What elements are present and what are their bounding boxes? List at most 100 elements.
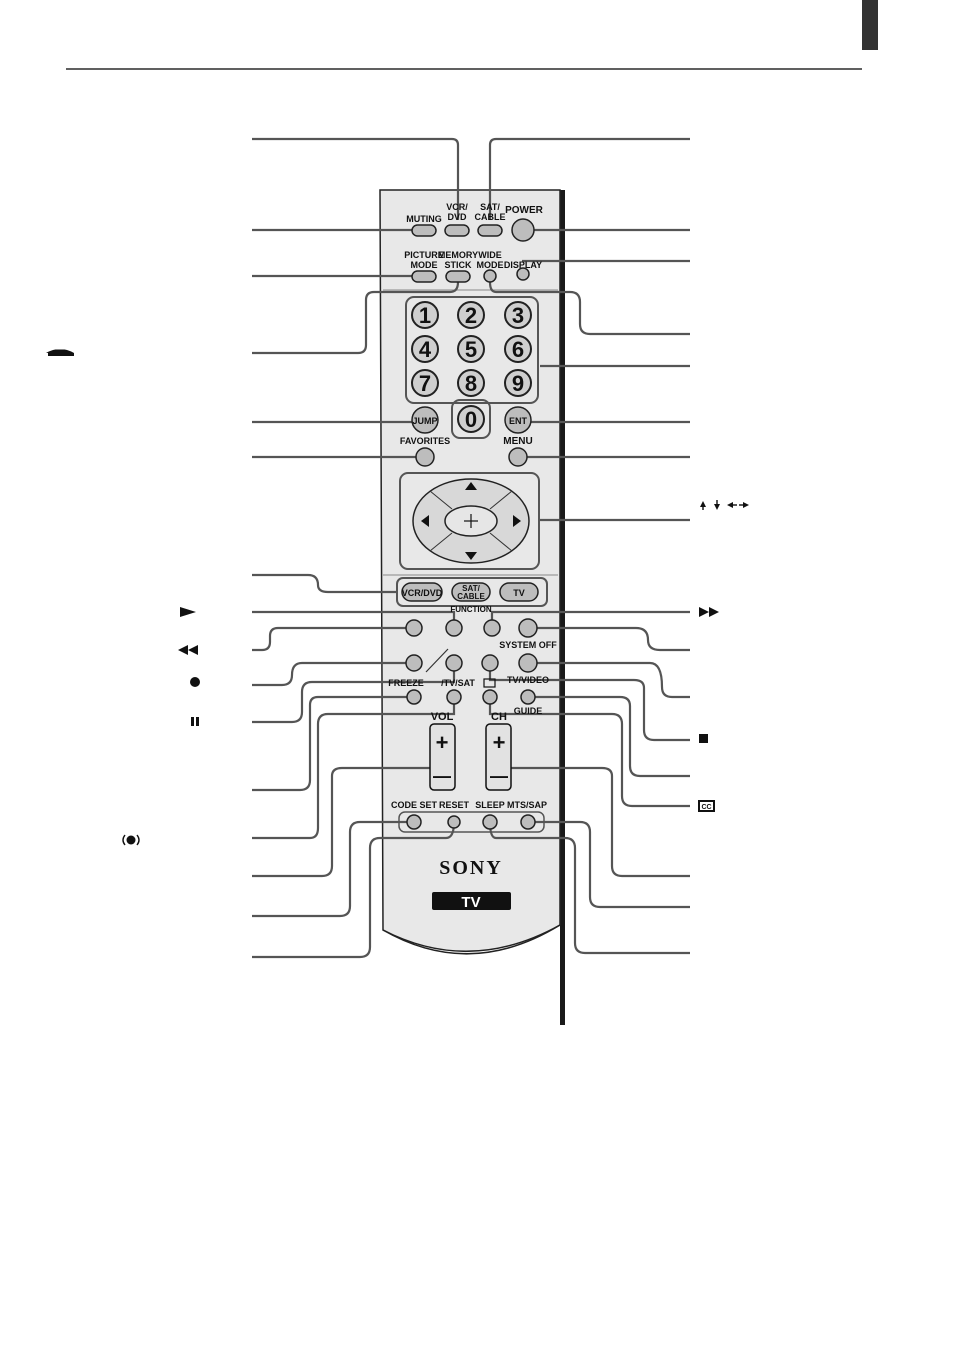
rewind-button[interactable] [405,619,423,637]
number-key-6[interactable] [504,335,532,363]
memory-stick-button[interactable] [445,270,471,283]
leader-lines [252,137,690,959]
tv-badge [432,892,511,910]
fast-forward-button[interactable] [483,619,501,637]
down-arrow-icon[interactable] [465,552,477,560]
number-key-label: 5 [465,337,477,362]
vol-ch-rockers: VOL CH + — + — [429,711,512,791]
display-label: DISPLAY [504,260,542,270]
number-key-0[interactable] [457,405,485,433]
picture-mode-label-1: PICTURE [404,250,444,260]
system-off-button[interactable] [518,618,538,638]
number-key-label: 6 [512,337,524,362]
tv-video-label: TV/VIDEO [507,675,549,685]
number-key-1[interactable] [411,301,439,329]
number-key-5[interactable] [457,335,485,363]
cc-key-icon [483,678,496,688]
number-key-7[interactable] [411,369,439,397]
ent-button[interactable] [504,406,532,434]
number-key-3[interactable] [504,301,532,329]
code-set-button[interactable] [406,814,422,830]
stop-icon [699,734,708,743]
sleep-label: SLEEP [475,800,505,810]
number-key-label: 3 [512,303,524,328]
freeze-button[interactable] [406,689,422,705]
sat-cable-mode-button[interactable] [477,224,503,237]
record-icon [190,677,200,687]
picture-mode-label-2: MODE [411,260,438,270]
jump-button[interactable] [411,406,439,434]
cc-button[interactable] [482,689,498,705]
favorites-button[interactable] [415,447,435,467]
number-key-label: 9 [512,371,524,396]
play-icon [180,607,196,617]
d-pad [399,472,540,570]
reset-button[interactable] [447,815,461,829]
favorites-label: FAVORITES [400,436,450,446]
pause-button[interactable] [445,654,463,672]
memory-stick-label-1: MEMORY [438,250,478,260]
function-vcr-dvd-label: VCR/DVD [402,588,443,598]
number-key-label: 4 [419,337,432,362]
sleep-button[interactable] [482,814,498,830]
menu-label: MENU [503,436,532,447]
left-arrow-icon[interactable] [421,515,429,527]
vcr-dvd-mode-button[interactable] [444,224,470,237]
bottom-button-row: CODE SET RESET SLEEP MTS/SAP [391,800,547,833]
sat-cable-label-1: SAT/ [480,202,500,212]
ent-label: ENT [509,416,528,426]
vcr-dvd-label-1: VCR/ [446,202,468,212]
up-arrow-icon[interactable] [465,482,477,490]
tv-badge-label: TV [461,894,480,911]
tv-sat-label: /TV/SAT [441,678,475,688]
sat-cable-label-2: CABLE [475,212,506,222]
play-button[interactable] [445,619,463,637]
display-button[interactable] [516,267,530,281]
power-button[interactable] [511,218,535,242]
guide-label: GUIDE [514,706,543,716]
function-tv-button[interactable] [499,582,539,602]
right-arrow-icon[interactable] [513,515,521,527]
jump-label: JUMP [412,416,437,426]
function-tv-label: TV [513,588,525,598]
channel-up-icon: + [493,730,506,755]
mts-sap-button[interactable] [520,814,536,830]
channel-rocker[interactable] [485,723,512,791]
system-off-label: SYSTEM OFF [499,640,557,650]
volume-rocker[interactable] [429,723,456,791]
vcr-dvd-label-2: DVD [447,212,467,222]
left-callout-symbols [46,348,200,846]
muting-label: MUTING [406,214,442,224]
menu-button[interactable] [508,447,528,467]
number-key-9[interactable] [504,369,532,397]
wide-mode-label-2: MODE [477,260,504,270]
function-sat-cable-button[interactable] [451,582,491,602]
ch-label: CH [491,711,507,723]
wide-mode-button[interactable] [483,269,497,283]
memory-stick-icon [46,348,74,356]
rewind-icon [178,645,198,655]
function-label: FUNCTION [450,605,492,614]
reset-label: RESET [439,800,470,810]
channel-down-icon: — [490,766,508,786]
number-key-4[interactable] [411,335,439,363]
function-sat-cable-label-1: SAT/ [462,584,480,593]
number-key-8[interactable] [457,369,485,397]
stop-button[interactable] [481,654,499,672]
muting-button[interactable] [411,224,437,237]
number-key-label: 1 [419,303,431,328]
sony-logo: SONY [439,857,503,879]
guide-button[interactable] [520,689,536,705]
pause-icon [191,717,199,726]
function-sat-cable-label-2: CABLE [457,592,485,601]
number-key-2[interactable] [457,301,485,329]
brand-area: SONY TV [432,857,511,911]
function-vcr-dvd-button[interactable] [401,582,443,602]
number-key-label: 2 [465,303,477,328]
picture-mode-button[interactable] [411,270,437,283]
tv-sat-button[interactable] [446,689,462,705]
record-button[interactable] [405,654,423,672]
tv-video-button[interactable] [518,653,538,673]
